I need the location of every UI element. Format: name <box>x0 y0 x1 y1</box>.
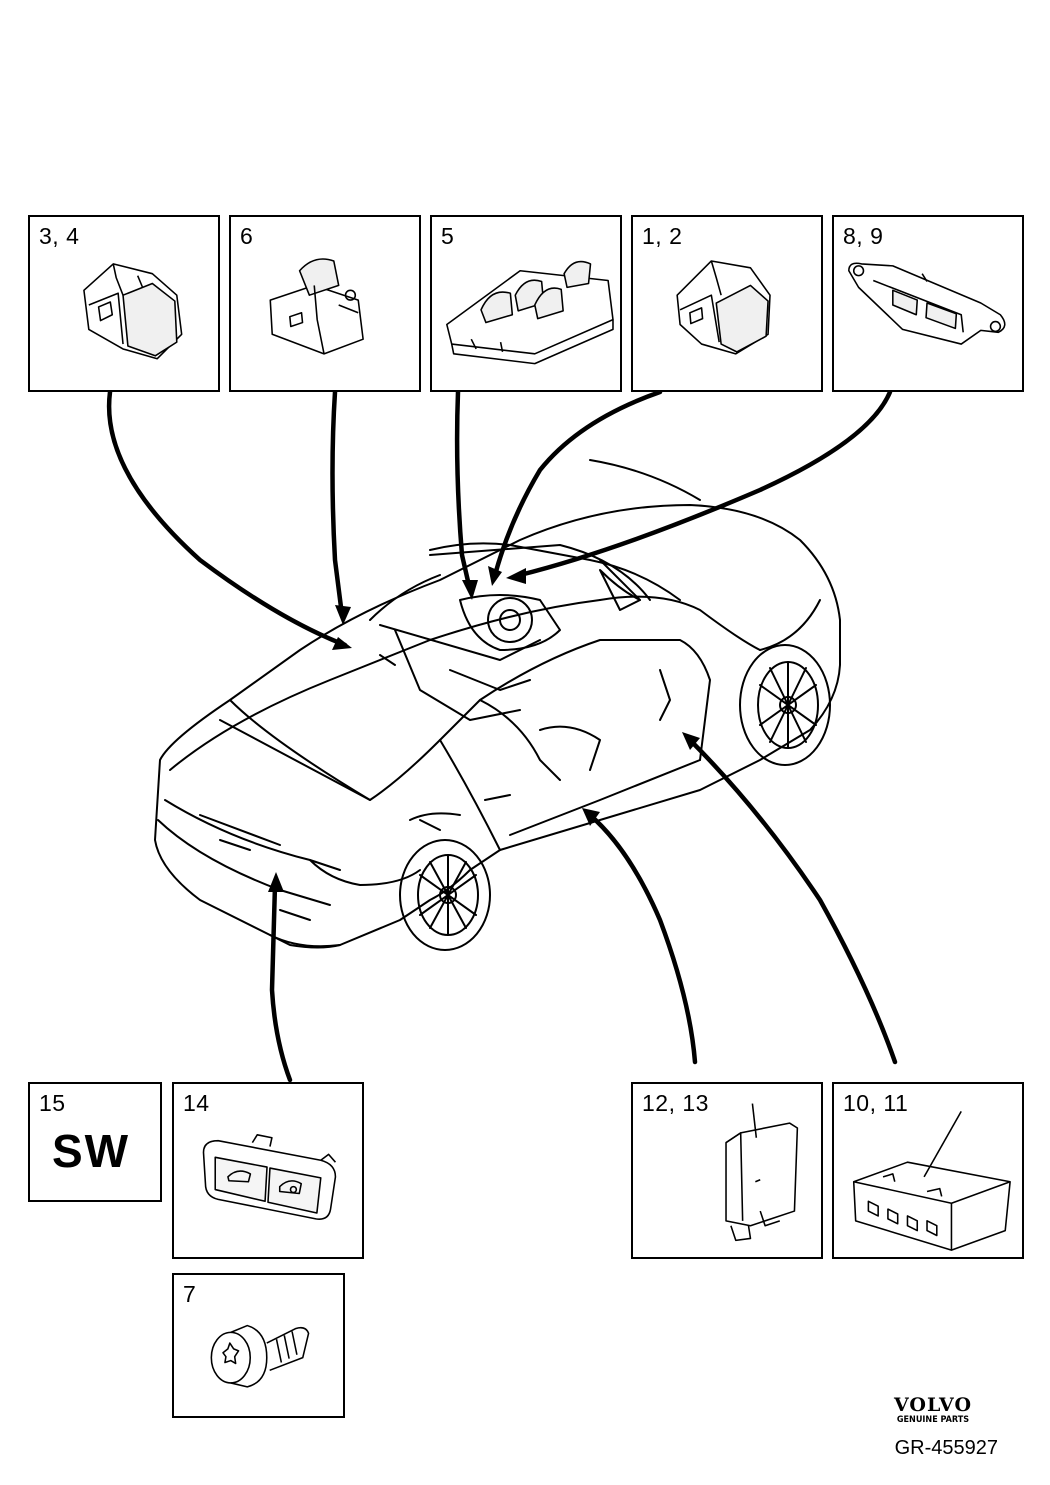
callout-label: 12, 13 <box>642 1090 709 1116</box>
switch-panel-icon <box>446 260 614 365</box>
leader-6 <box>330 389 345 618</box>
leader-5 <box>454 389 473 593</box>
callout-label: 7 <box>183 1281 197 1307</box>
callout-label: 15 <box>39 1090 66 1116</box>
callout-box-8-9: 8, 9 <box>832 215 1024 392</box>
window-switch-icon <box>269 258 364 355</box>
callout-label: 3, 4 <box>39 223 80 249</box>
callout-box-7: 7 <box>172 1273 345 1418</box>
control-module-icon <box>725 1103 799 1242</box>
diagram-reference: GR-455927 <box>894 1437 998 1459</box>
leader-12-13 <box>587 812 698 1065</box>
callout-box-6: 6 <box>229 215 421 392</box>
callout-box-1-2: 1, 2 <box>631 215 823 392</box>
leader-lines <box>106 389 898 1083</box>
callout-label: 6 <box>240 223 254 249</box>
brand-logo: VOLVO GENUINE PARTS <box>873 1394 993 1425</box>
callout-box-3-4: 3, 4 <box>28 215 220 392</box>
leader-10-11 <box>687 737 898 1065</box>
software-label: SW <box>52 1125 131 1177</box>
callout-box-15: 15 SW <box>28 1082 162 1202</box>
leader-14 <box>269 882 293 1083</box>
leader-1-2 <box>492 389 663 578</box>
leader-arrowheads <box>268 566 700 892</box>
callout-box-12-13: 12, 13 <box>631 1082 823 1259</box>
switch-module-icon <box>848 262 1006 345</box>
trunk-switch-icon <box>202 1134 337 1220</box>
window-switch-icon <box>83 263 183 360</box>
torx-screw-icon <box>210 1324 310 1388</box>
callout-label: 5 <box>441 223 455 249</box>
callout-label: 8, 9 <box>843 223 884 249</box>
callout-box-5: 5 <box>430 215 622 392</box>
callout-label: 1, 2 <box>642 223 683 249</box>
callout-box-14: 14 <box>172 1082 364 1259</box>
module-with-antenna-icon <box>852 1110 1011 1251</box>
callout-box-10-11: 10, 11 <box>832 1082 1024 1259</box>
leader-3-4 <box>106 389 348 648</box>
leader-8-9 <box>517 389 893 578</box>
window-switch-icon <box>676 260 771 355</box>
callout-label: 14 <box>183 1090 210 1116</box>
brand-subtitle: GENUINE PARTS <box>896 1415 970 1425</box>
car-illustration <box>154 459 841 951</box>
brand-name: VOLVO <box>893 1394 973 1416</box>
callout-label: 10, 11 <box>843 1090 909 1116</box>
